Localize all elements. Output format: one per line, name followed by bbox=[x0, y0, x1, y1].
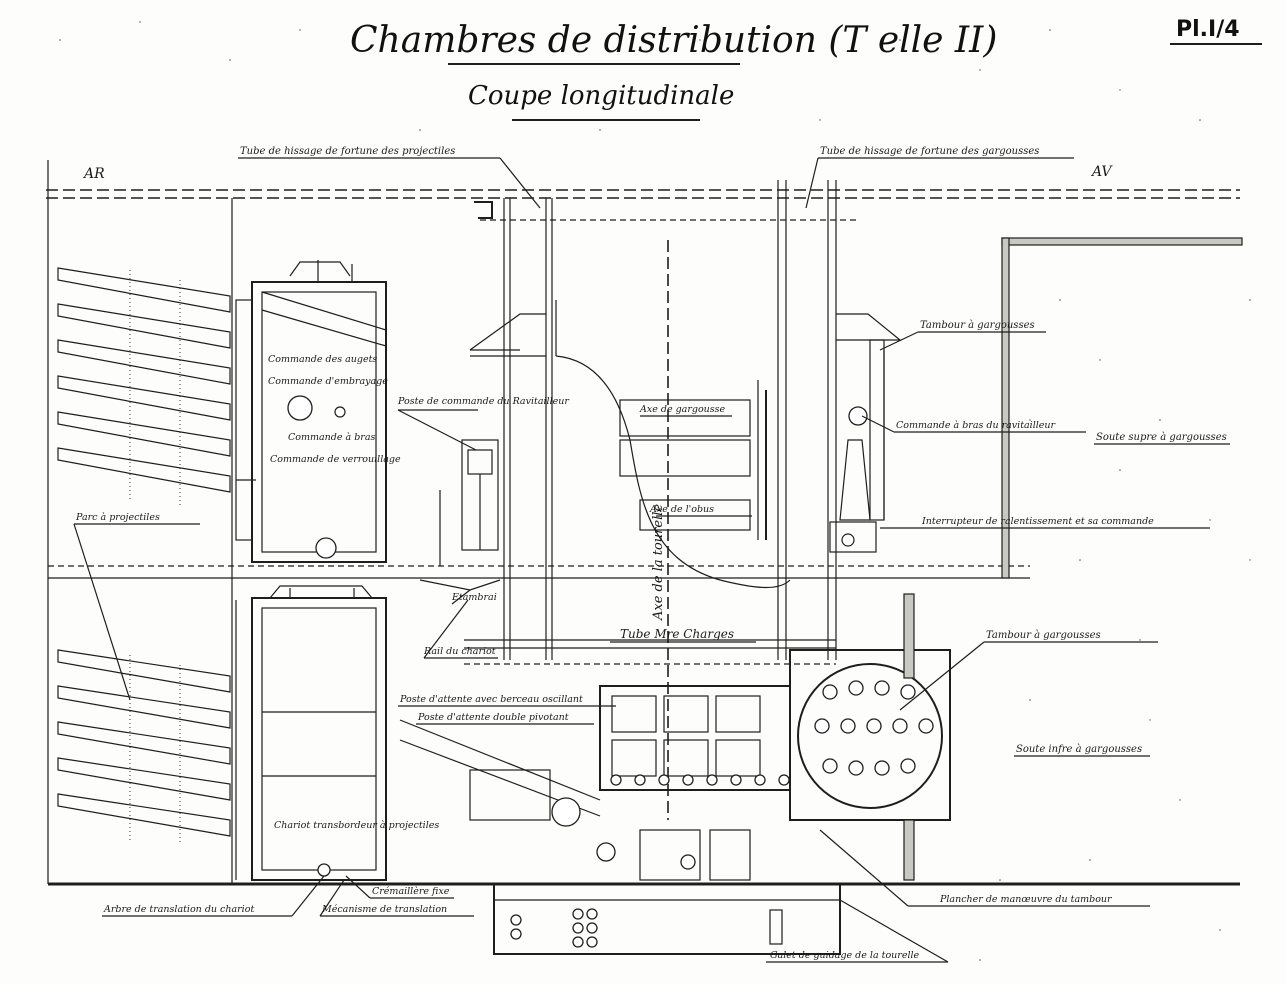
label-soute-inf: Soute infre à gargousses bbox=[1016, 744, 1142, 755]
label-commande-embrayage: Commande d'embrayage bbox=[268, 376, 388, 387]
label-interrupteur: Interrupteur de ralentissement et sa com… bbox=[921, 516, 1154, 527]
label-plancher: Plancher de manœuvre du tambour bbox=[939, 894, 1113, 905]
label-axe-obus: Axe de l'obus bbox=[649, 504, 714, 515]
label-commande-bras2: Commande à bras bbox=[288, 432, 375, 443]
section-breakout bbox=[555, 355, 791, 589]
upper-bracket bbox=[474, 201, 493, 219]
front-marker: AV bbox=[1090, 164, 1113, 180]
right-compartment-wall bbox=[1001, 237, 1243, 579]
label-commande-bras: Commande à bras du ravitailleur bbox=[896, 420, 1057, 431]
control-post bbox=[439, 439, 499, 566]
label-tube-gargousses: Tube de hissage de fortune des gargousse… bbox=[820, 146, 1039, 157]
label-cremaillere: Crémaillère fixe bbox=[372, 886, 450, 897]
upper-projectile-cage bbox=[235, 260, 387, 563]
label-mecanisme-translation: Mécanisme de translation bbox=[321, 904, 447, 915]
label-tube-charges: Tube Mre Charges bbox=[620, 627, 734, 641]
label-poste-commande: Poste de commande du Ravitailleur bbox=[397, 396, 570, 407]
label-tube-projectiles: Tube de hissage de fortune des projectil… bbox=[240, 146, 455, 157]
label-tambour-mid: Tambour à gargousses bbox=[986, 630, 1101, 641]
projectile-park bbox=[57, 267, 231, 845]
label-poste-attente-double: Poste d'attente double pivotant bbox=[417, 712, 569, 723]
upper-tambour bbox=[829, 339, 885, 553]
label-parc-projectiles: Parc à projectiles bbox=[75, 512, 160, 523]
lower-pit bbox=[493, 883, 841, 955]
lower-projectile-cage bbox=[235, 585, 387, 881]
rear-marker: AR bbox=[82, 166, 105, 182]
label-tambour-top: Tambour à gargousses bbox=[920, 320, 1035, 331]
projectile-tube bbox=[503, 198, 553, 660]
paper-speckle bbox=[59, 21, 1251, 961]
lower-tambour bbox=[789, 593, 951, 881]
cartridge-axle-mechanism bbox=[619, 380, 767, 540]
label-chariot-transbordeur: Chariot transbordeur à projectiles bbox=[274, 820, 439, 831]
label-commande-augets: Commande des augets bbox=[268, 354, 377, 365]
label-rail-chariot: Rail du chariot bbox=[423, 646, 496, 657]
upper-platform bbox=[469, 300, 902, 357]
turret-axis-label: Axe de la tourelle bbox=[651, 504, 666, 621]
leader-lines bbox=[73, 157, 1230, 963]
cartridge-tube bbox=[777, 180, 837, 660]
label-poste-attente-berceau: Poste d'attente avec berceau oscillant bbox=[399, 694, 583, 705]
label-axe-gargousse: Axe de gargousse bbox=[639, 404, 726, 415]
annotations: Tube de hissage de fortune des projectil… bbox=[75, 146, 1227, 961]
waiting-station bbox=[399, 685, 791, 881]
plate-number: Pl.I/4 bbox=[1176, 17, 1240, 42]
label-etambrai: Etambrai bbox=[451, 592, 497, 603]
drawing-title: Chambres de distribution (T elle II) bbox=[350, 20, 997, 61]
label-arbre-translation: Arbre de translation du chariot bbox=[103, 904, 254, 915]
drawing-subtitle: Coupe longitudinale bbox=[468, 81, 734, 111]
label-soute-sup: Soute supre à gargousses bbox=[1096, 432, 1227, 443]
label-galet: Galet de guidage de la tourelle bbox=[770, 950, 920, 961]
label-commande-verrouillage: Commande de verrouillage bbox=[270, 454, 401, 465]
